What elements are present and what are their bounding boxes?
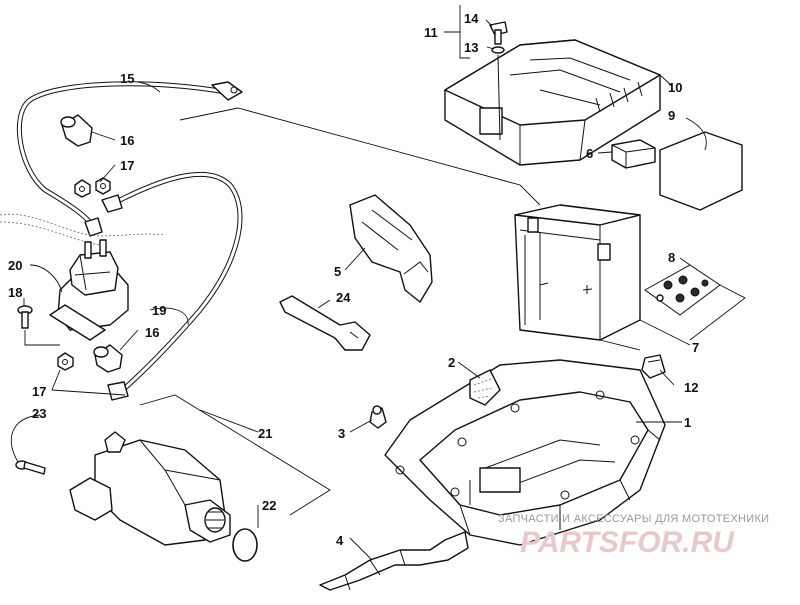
o-ring [232, 528, 258, 562]
callout-4: 4 [336, 533, 344, 548]
hex-nuts-top [74, 177, 111, 198]
insulation-sheet [659, 131, 743, 211]
foam-pad [469, 369, 501, 406]
terminal-boot-bottom [93, 344, 123, 373]
starter-bolt [15, 460, 46, 475]
spanner-wrench [279, 295, 371, 351]
watermark-tagline: ЗАПЧАСТИ И АКСЕССУАРЫ ДЛЯ МОТОТЕХНИКИ [498, 513, 769, 525]
watermark-logo: PARTSFOR.RU [520, 526, 735, 559]
starter-solenoid [0, 213, 166, 341]
spacer-block [611, 139, 656, 169]
starter-motor [69, 431, 231, 546]
battery-strap [319, 531, 469, 591]
callout-3: 3 [338, 426, 345, 441]
callout-24: 24 [336, 290, 351, 305]
callout-11: 11 [424, 25, 438, 40]
hex-nut-bottom [57, 352, 74, 371]
callout-14: 14 [464, 11, 479, 26]
callout-15: 15 [120, 71, 134, 86]
callout-2: 2 [448, 355, 455, 370]
terminal-boot-top [60, 114, 93, 147]
callout-18: 18 [8, 285, 22, 300]
terminal-hardware-kit [644, 264, 721, 316]
callout-7: 7 [692, 340, 699, 355]
callout-21: 21 [258, 426, 272, 441]
callout-19: 19 [152, 303, 166, 318]
callout-8: 8 [668, 250, 675, 265]
callout-16-top: 16 [120, 133, 134, 148]
callout-16-bottom: 16 [145, 325, 159, 340]
solenoid-screw [17, 305, 33, 329]
battery [514, 204, 641, 341]
retainer-clip [641, 354, 666, 379]
callouts: 1 2 3 4 5 6 7 8 9 10 11 12 13 14 15 16 1… [8, 11, 699, 548]
callout-17-top: 17 [120, 158, 134, 173]
callout-10: 10 [668, 80, 682, 95]
callout-12: 12 [684, 380, 698, 395]
callout-13: 13 [464, 40, 478, 55]
callout-1: 1 [684, 415, 691, 430]
leader-lines [10, 5, 746, 561]
callout-9: 9 [668, 108, 675, 123]
callout-20: 20 [8, 258, 22, 273]
terminal-cover [349, 194, 433, 303]
watermark: ЗАПЧАСТИ И АКСЕССУАРЫ ДЛЯ МОТОТЕХНИКИ PA… [498, 513, 769, 559]
callout-6: 6 [586, 146, 593, 161]
starter-cable [101, 171, 243, 401]
callout-5: 5 [334, 264, 341, 279]
callout-22: 22 [262, 498, 276, 513]
callout-17-bottom: 17 [32, 384, 46, 399]
mounting-screw [489, 21, 508, 141]
callout-23: 23 [32, 406, 46, 421]
positive-cable [16, 81, 243, 237]
battery-tray [384, 359, 666, 546]
push-clip [369, 405, 387, 429]
